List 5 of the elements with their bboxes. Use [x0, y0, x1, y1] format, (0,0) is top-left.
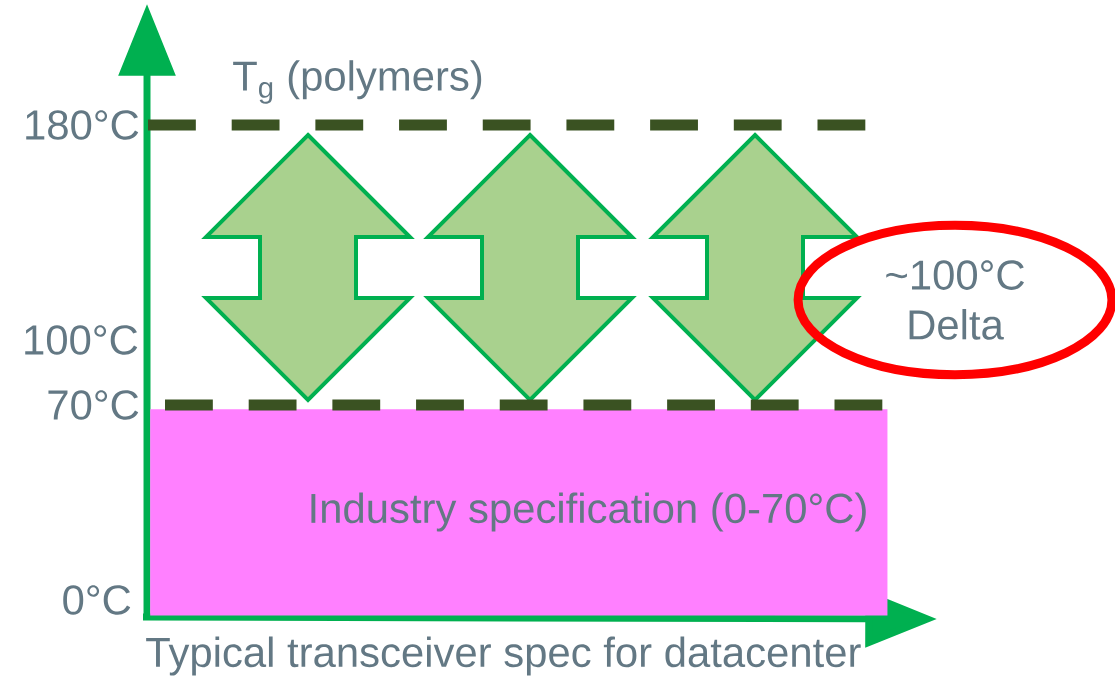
tick-label: 180°C — [26, 110, 139, 140]
specification-band: Industry specification (0-70°C) — [150, 409, 888, 616]
title-label: T$_{g}$ (polymers) — [233, 60, 482, 104]
tick-label: 100°C — [25, 325, 138, 355]
tick-label: 70°C — [48, 390, 139, 420]
